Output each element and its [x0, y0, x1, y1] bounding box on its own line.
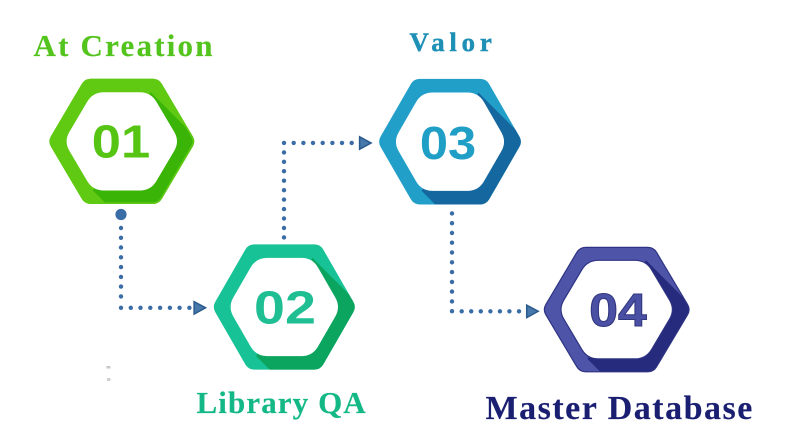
- svg-text:Master Database: Master Database: [486, 390, 754, 427]
- svg-text:04: 04: [589, 284, 647, 336]
- svg-text:Library QA: Library QA: [197, 385, 367, 420]
- svg-text:03: 03: [420, 117, 476, 169]
- svg-text:Valor: Valor: [410, 27, 497, 57]
- svg-text:02: 02: [254, 282, 316, 334]
- svg-text:At Creation: At Creation: [34, 28, 215, 63]
- svg-text:01: 01: [92, 116, 150, 168]
